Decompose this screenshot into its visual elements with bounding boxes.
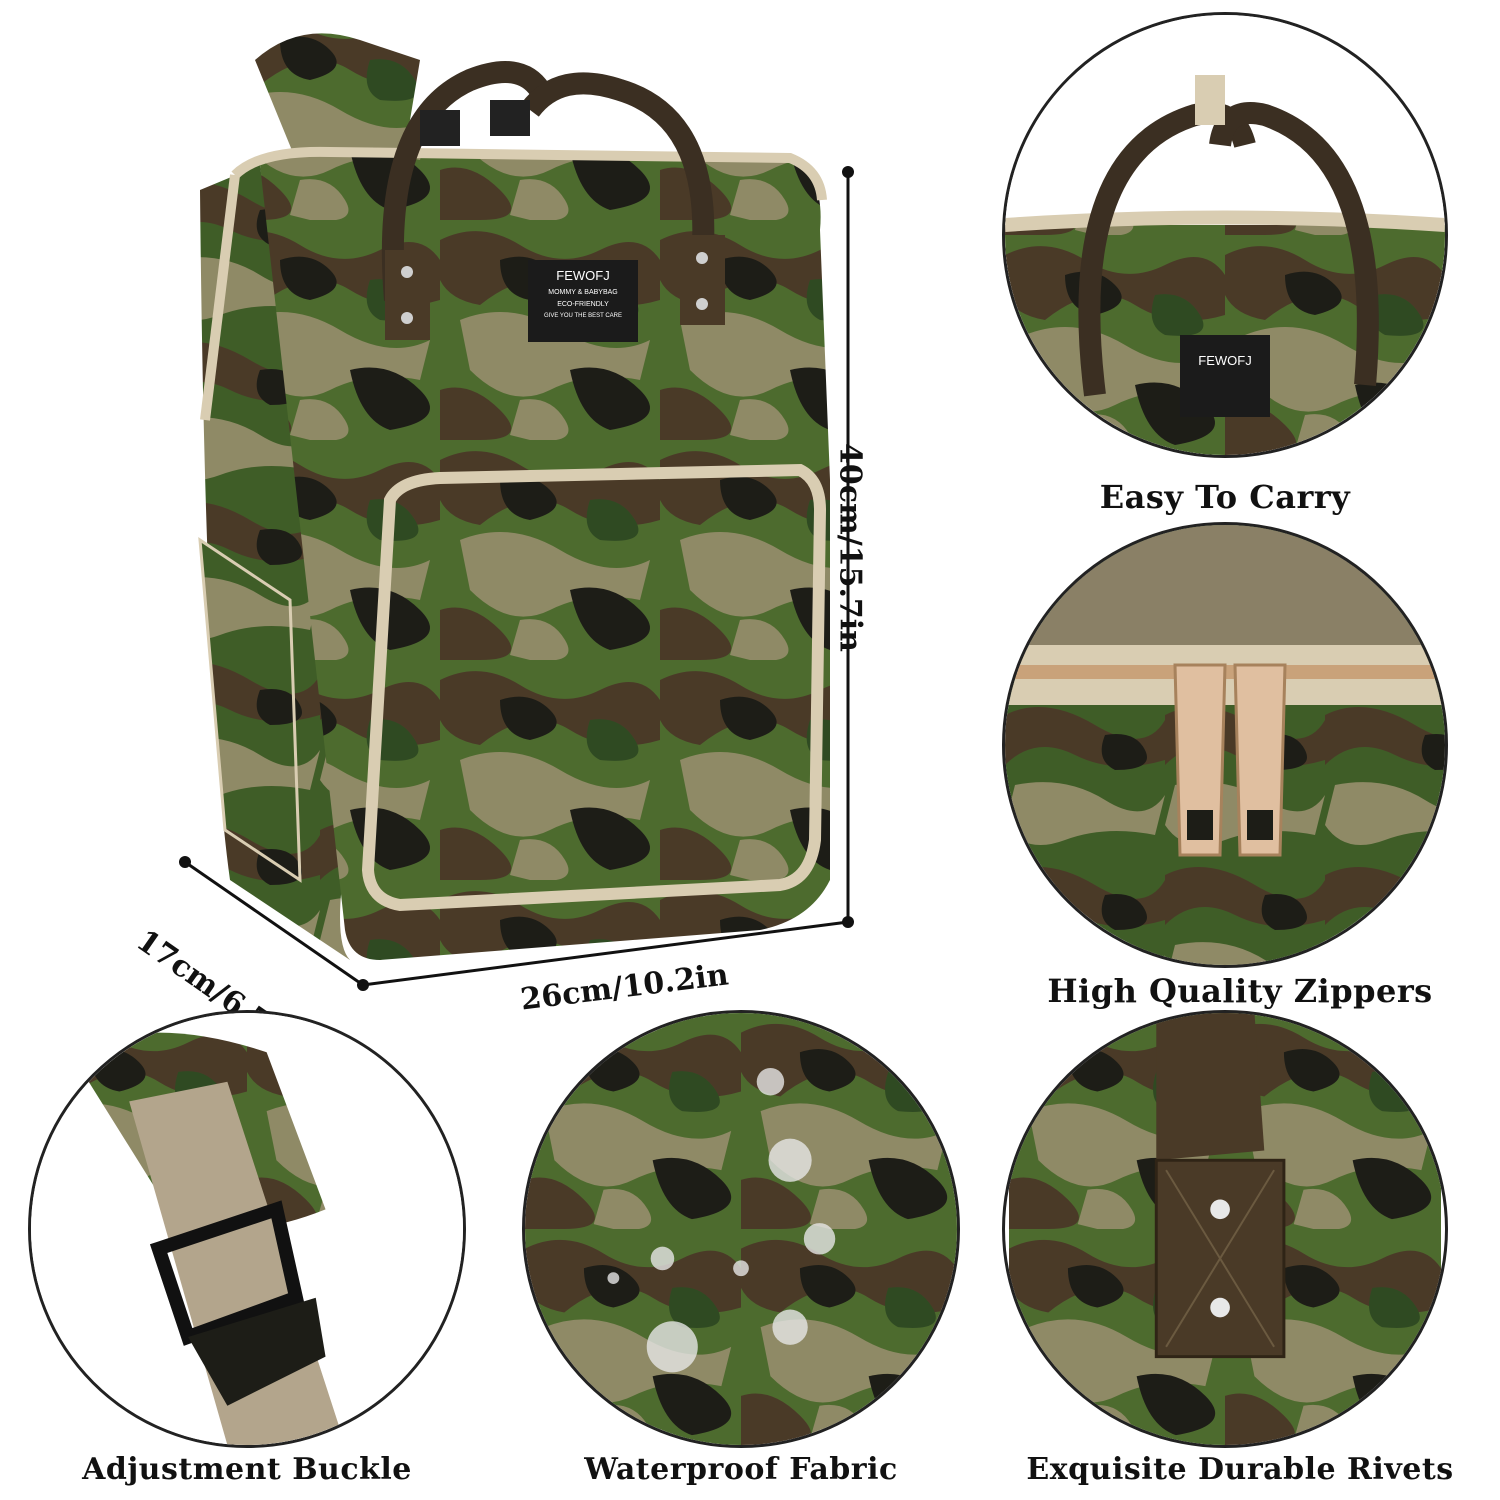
zippers-caption: High Quality Zippers	[1047, 972, 1433, 1010]
height-dimension-label: 40cm/15.7in	[832, 443, 868, 652]
easy-carry-detail-circle: FEWOFJ	[1002, 12, 1448, 458]
zippers-detail-circle	[1002, 522, 1448, 968]
easy-carry-caption: Easy To Carry	[1099, 478, 1351, 516]
svg-text:FEWOFJ: FEWOFJ	[1198, 353, 1251, 368]
brand-line-1: MOMMY & BABYBAG	[548, 289, 618, 296]
buckle-caption: Adjustment Buckle	[82, 1452, 412, 1487]
zipper-closeup-image	[1005, 525, 1445, 965]
fabric-detail-circle	[522, 1010, 960, 1448]
fabric-caption: Waterproof Fabric	[584, 1452, 898, 1487]
brand-name: FEWOFJ	[556, 268, 610, 283]
brand-label: FEWOFJ MOMMY & BABYBAG ECO-FRIENDLY GIVE…	[528, 262, 638, 340]
buckle-closeup-image	[31, 1013, 463, 1445]
buckle-detail-circle	[28, 1010, 466, 1448]
rivets-detail-circle	[1002, 1010, 1448, 1448]
fabric-closeup-image	[525, 1013, 957, 1445]
brand-line-3: GIVE YOU THE BEST CARE	[543, 313, 623, 319]
handle-closeup-image: FEWOFJ	[1005, 15, 1445, 455]
rivets-caption: Exquisite Durable Rivets	[1026, 1452, 1454, 1487]
rivet-closeup-image	[1009, 1013, 1441, 1445]
brand-line-2: ECO-FRIENDLY	[557, 301, 609, 308]
